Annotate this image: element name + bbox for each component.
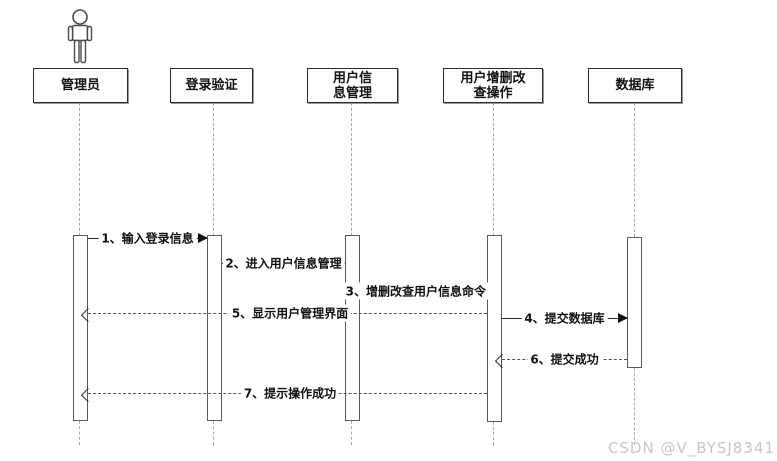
lifeline-login-verify-upper <box>213 103 214 236</box>
participant-label-line2: 息管理 <box>332 85 372 101</box>
lifeline-database-lower <box>634 368 635 445</box>
message-label: 4、提交数据库 <box>521 309 608 327</box>
lifeline-admin-upper <box>79 103 80 236</box>
lifeline-database-upper <box>634 103 635 237</box>
participant-label-line2: 查操作 <box>473 85 513 101</box>
activation-bar-database <box>627 237 642 368</box>
arrow-right-icon <box>618 312 628 323</box>
participant-label: 用户信 <box>332 70 372 86</box>
message-label: 3、增删改查用户信息命令 <box>342 282 489 300</box>
activation-bar-admin <box>73 235 88 421</box>
participant-label: 用户增删改 <box>460 70 526 86</box>
participant-label: 管理员 <box>60 78 100 93</box>
message-label: 6、提交成功 <box>527 350 602 368</box>
activation-bar-login-verify <box>207 235 222 421</box>
arrow-right-icon <box>198 232 208 243</box>
lifeline-user-crud-ops-lower <box>493 422 494 445</box>
lifeline-user-info-mgmt-lower <box>351 421 352 445</box>
actor-person-icon <box>67 9 93 64</box>
message-label: 1、输入登录信息 <box>98 229 197 247</box>
watermark-text: CSDN @V_BYSJ8341 <box>607 439 775 457</box>
lifeline-admin-lower <box>79 421 80 445</box>
activation-bar-user-crud-ops <box>487 235 502 422</box>
message-label: 7、提示操作成功 <box>240 384 340 402</box>
message-label: 5、显示用户管理界面 <box>228 304 352 322</box>
participant-box-admin: 管理员 <box>33 68 128 103</box>
participant-label: 数据库 <box>615 78 655 93</box>
participant-box-user-crud-ops: 用户增删改 查操作 <box>443 68 543 103</box>
participant-box-user-info-mgmt: 用户信 息管理 <box>307 68 398 103</box>
participant-box-database: 数据库 <box>588 68 682 103</box>
participant-label: 登录验证 <box>185 78 238 93</box>
message-label: 2、进入用户信息管理 <box>222 254 345 272</box>
lifeline-login-verify-lower <box>213 421 214 445</box>
activation-bar-user-info-mgmt <box>345 235 360 421</box>
lifeline-user-info-mgmt-upper <box>351 103 352 236</box>
participant-box-login-verify: 登录验证 <box>170 68 253 103</box>
lifeline-user-crud-ops-upper <box>493 103 494 236</box>
